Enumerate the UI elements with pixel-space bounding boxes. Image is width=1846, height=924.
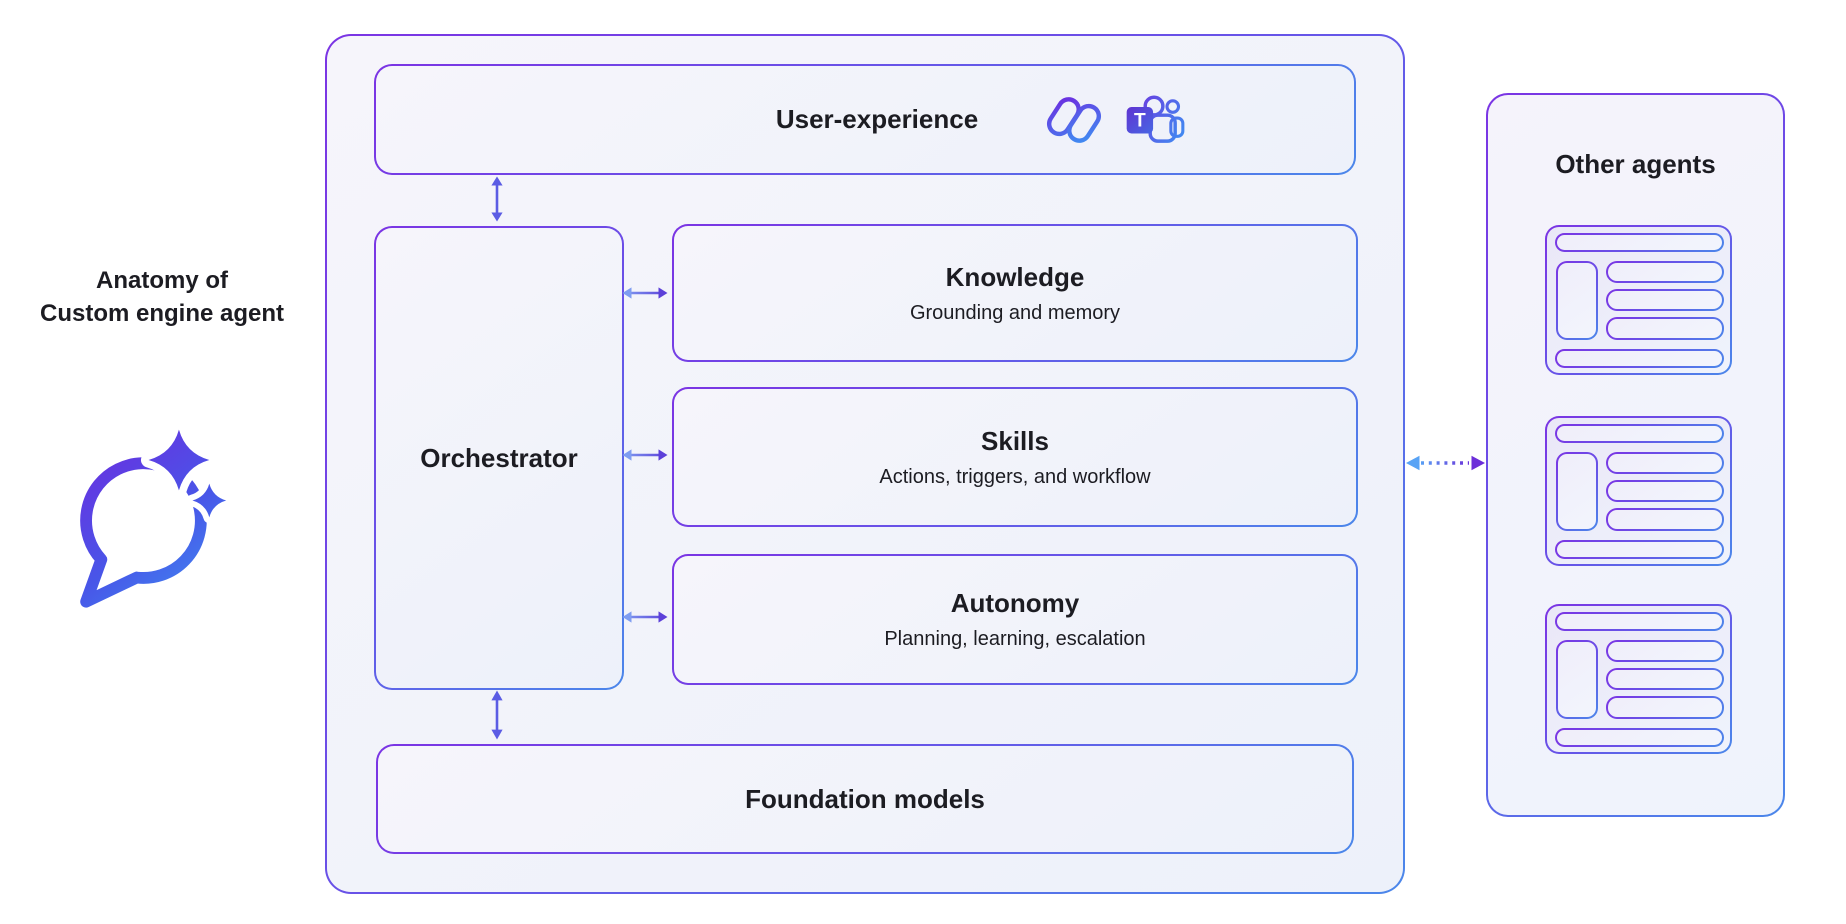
card-line-pill bbox=[1606, 668, 1724, 690]
other-agents-panel: Other agents bbox=[1486, 93, 1785, 817]
diagram-title: Anatomy of Custom engine agent bbox=[10, 264, 314, 330]
agent-card bbox=[1545, 416, 1732, 566]
chat-sparkles-icon bbox=[80, 421, 233, 608]
card-top-pill bbox=[1555, 233, 1724, 252]
other-agents-title: Other agents bbox=[1555, 149, 1716, 179]
card-line-pill bbox=[1606, 289, 1724, 311]
autonomy-title: Autonomy bbox=[950, 588, 1080, 618]
user-experience-icons: T bbox=[1046, 66, 1185, 173]
card-top-pill bbox=[1555, 424, 1724, 443]
user-experience-label: User-experience bbox=[775, 104, 979, 134]
card-line-pill bbox=[1606, 480, 1724, 502]
card-line-pill bbox=[1606, 696, 1724, 719]
card-bottom-pill bbox=[1555, 349, 1724, 368]
card-avatar-rect bbox=[1556, 261, 1598, 340]
diagram-title-line1: Anatomy of bbox=[96, 267, 228, 294]
card-top-pill bbox=[1555, 612, 1724, 631]
diagram-title-line2: Custom engine agent bbox=[39, 300, 285, 327]
user-experience-box: User-experience bbox=[374, 64, 1356, 175]
skills-title: Skills bbox=[981, 425, 1049, 456]
card-line-pill bbox=[1606, 317, 1724, 340]
knowledge-title: Knowledge bbox=[945, 261, 1085, 292]
knowledge-box: Knowledge Grounding and memory bbox=[672, 224, 1358, 362]
agent-card bbox=[1545, 225, 1732, 375]
skills-box: Skills Actions, triggers, and workflow bbox=[672, 387, 1358, 527]
arrow-ux-orchestrator bbox=[491, 176, 503, 222]
card-bottom-pill bbox=[1555, 540, 1724, 559]
card-line-pill bbox=[1606, 452, 1724, 474]
card-line-pill bbox=[1606, 508, 1724, 531]
arrow-other-agents bbox=[1406, 455, 1485, 471]
teams-icon: T bbox=[1126, 95, 1185, 143]
autonomy-box: Autonomy Planning, learning, escalation bbox=[672, 554, 1358, 685]
foundation-models-label: Foundation models bbox=[745, 783, 985, 814]
arrow-orchestrator-autonomy bbox=[622, 611, 668, 623]
arrow-orchestrator-knowledge bbox=[622, 287, 668, 299]
orchestrator-box: Orchestrator bbox=[374, 226, 624, 690]
agent-card bbox=[1545, 604, 1732, 754]
card-line-pill bbox=[1606, 640, 1724, 662]
agent-anatomy-container: User-experience bbox=[325, 34, 1405, 894]
autonomy-subtitle: Planning, learning, escalation bbox=[884, 628, 1146, 650]
arrow-orchestrator-skills bbox=[622, 449, 668, 461]
skills-subtitle: Actions, triggers, and workflow bbox=[879, 465, 1151, 488]
card-bottom-pill bbox=[1555, 728, 1724, 747]
arrow-orchestrator-foundation bbox=[491, 690, 503, 740]
card-line-pill bbox=[1606, 261, 1724, 283]
copilot-icon bbox=[1046, 96, 1102, 143]
knowledge-subtitle: Grounding and memory bbox=[909, 301, 1121, 324]
card-avatar-rect bbox=[1556, 640, 1598, 719]
teams-letter: T bbox=[1134, 110, 1146, 131]
card-avatar-rect bbox=[1556, 452, 1598, 531]
orchestrator-label: Orchestrator bbox=[420, 442, 578, 473]
foundation-models-box: Foundation models bbox=[376, 744, 1354, 854]
